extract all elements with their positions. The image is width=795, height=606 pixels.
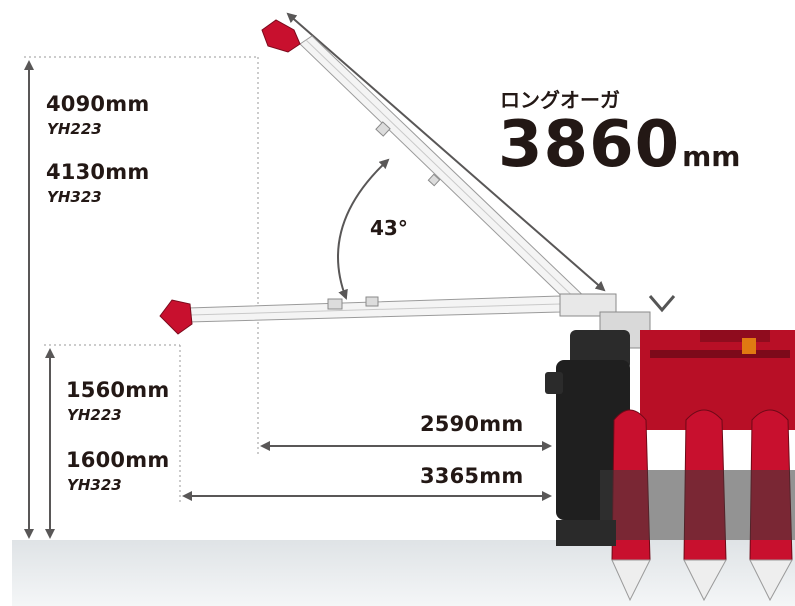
auger-length: 3860mm [498,108,740,182]
max-height-yh323-model: YH323 [47,188,102,206]
min-height-yh223-value: 1560mm [66,378,170,402]
auger-length-arrow [286,12,606,292]
combine-harvester [545,293,795,602]
min-height-yh323-model: YH323 [67,476,122,494]
reach-long-label: 3365mm [420,464,524,488]
reach-short-label: 2590mm [420,412,524,436]
max-height-yh223-value: 4090mm [46,92,150,116]
min-height-yh323-value: 1600mm [66,448,170,472]
guide-lines [24,56,259,505]
long-auger-heading: ロングオーガ [500,88,620,112]
swing-angle-label: 43° [370,216,408,240]
auger-length-unit: mm [682,140,741,173]
ground-band [12,540,795,606]
max-height-yh223-model: YH223 [47,120,102,138]
min-height-yh223-model: YH223 [67,406,122,424]
max-height-yh323-value: 4130mm [46,160,150,184]
swing-angle-arc [337,158,390,300]
raised-auger [261,19,591,311]
lowered-auger [159,295,561,335]
auger-length-value: 3860 [498,108,681,182]
